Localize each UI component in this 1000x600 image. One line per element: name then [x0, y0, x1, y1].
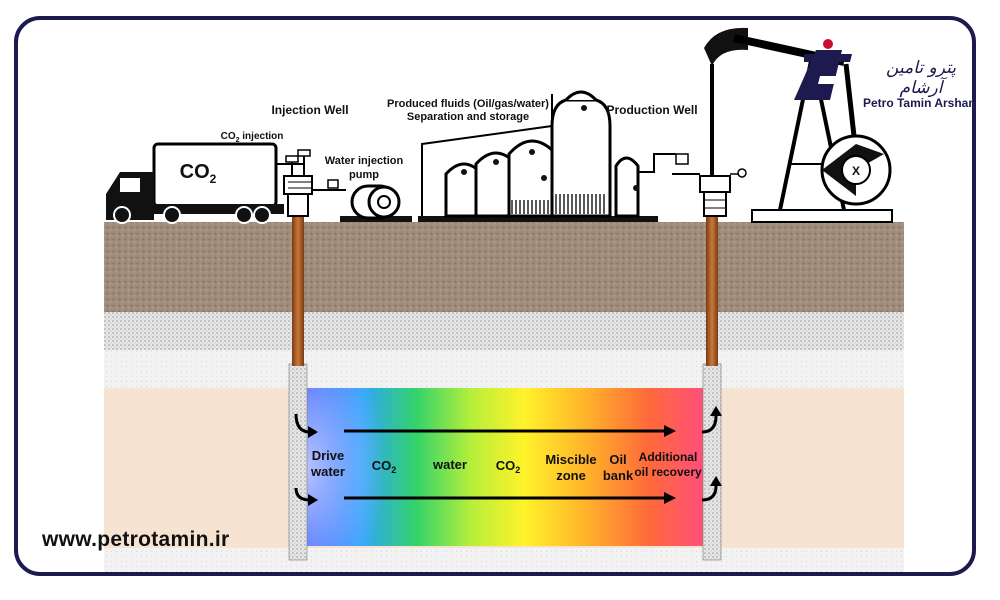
website-url[interactable]: www.petrotamin.ir: [42, 528, 230, 551]
zone-additional-2: oil recovery: [634, 465, 702, 479]
drive-water-zone: [304, 388, 394, 546]
soil-layer: [104, 222, 904, 312]
return-line: [638, 153, 676, 173]
wellhead-icon: [276, 149, 346, 217]
zone-oil-bank-2: bank: [603, 468, 634, 483]
cap-rock-layer: [104, 350, 904, 388]
brand-logo-icon: [794, 39, 852, 100]
injection-well-pipe: [292, 214, 304, 366]
production-well-pipe: [706, 214, 718, 366]
separation-storage-label: Separation and storage: [407, 111, 529, 123]
zone-drive-water: Drive: [312, 448, 345, 463]
injection-perforation: [288, 363, 308, 561]
production-well-label: Production Well: [606, 103, 697, 117]
flow-arrow-icon: [294, 487, 311, 502]
brand-name-en: Petro Tamin Arsham: [862, 96, 976, 110]
rock-layer: [104, 312, 904, 350]
zone-water: water: [432, 457, 467, 472]
injection-well-label: Injection Well: [271, 103, 348, 117]
wellhead-icon: [672, 64, 747, 217]
zone-oil-bank: Oil: [609, 452, 626, 467]
zone-co2-a: CO2: [372, 458, 397, 475]
diagram-frame: Drive water CO2 water CO2 Miscible zone …: [14, 16, 976, 576]
flow-arrow-icon: [294, 413, 311, 434]
production-perforation: [702, 363, 722, 561]
pump-jack-icon: X: [704, 27, 893, 223]
tank-valves: [461, 105, 639, 191]
flow-arrow-icon: [701, 415, 718, 434]
co2-injection-label: CO2 injection: [221, 131, 284, 144]
co2-truck-icon: CO2: [106, 142, 284, 224]
brand-name-fa: پترو تامین آرشام: [886, 58, 956, 98]
flow-arrow-icon: [701, 485, 718, 502]
water-injection-label-2: pump: [349, 169, 379, 181]
water-pump-icon: [340, 184, 412, 222]
zone-miscible-2: zone: [556, 468, 586, 483]
base-layer: [104, 548, 904, 572]
produced-fluids-label: Produced fluids (Oil/gas/water): [387, 98, 549, 110]
zone-miscible: Miscible: [545, 452, 596, 467]
zone-co2-b: CO2: [496, 458, 521, 475]
flow-arrows: [294, 413, 718, 502]
zone-additional: Additional: [639, 450, 698, 464]
truck-co2-label: CO2: [180, 161, 217, 186]
eor-diagram: Drive water CO2 water CO2 Miscible zone …: [104, 27, 904, 572]
zone-drive-water-2: water: [310, 464, 345, 479]
pump-jack-mark: X: [852, 164, 860, 178]
water-injection-label: Water injection: [325, 155, 404, 167]
separator-tanks-icon: [418, 90, 658, 222]
tank-fill-lines: [511, 194, 605, 214]
